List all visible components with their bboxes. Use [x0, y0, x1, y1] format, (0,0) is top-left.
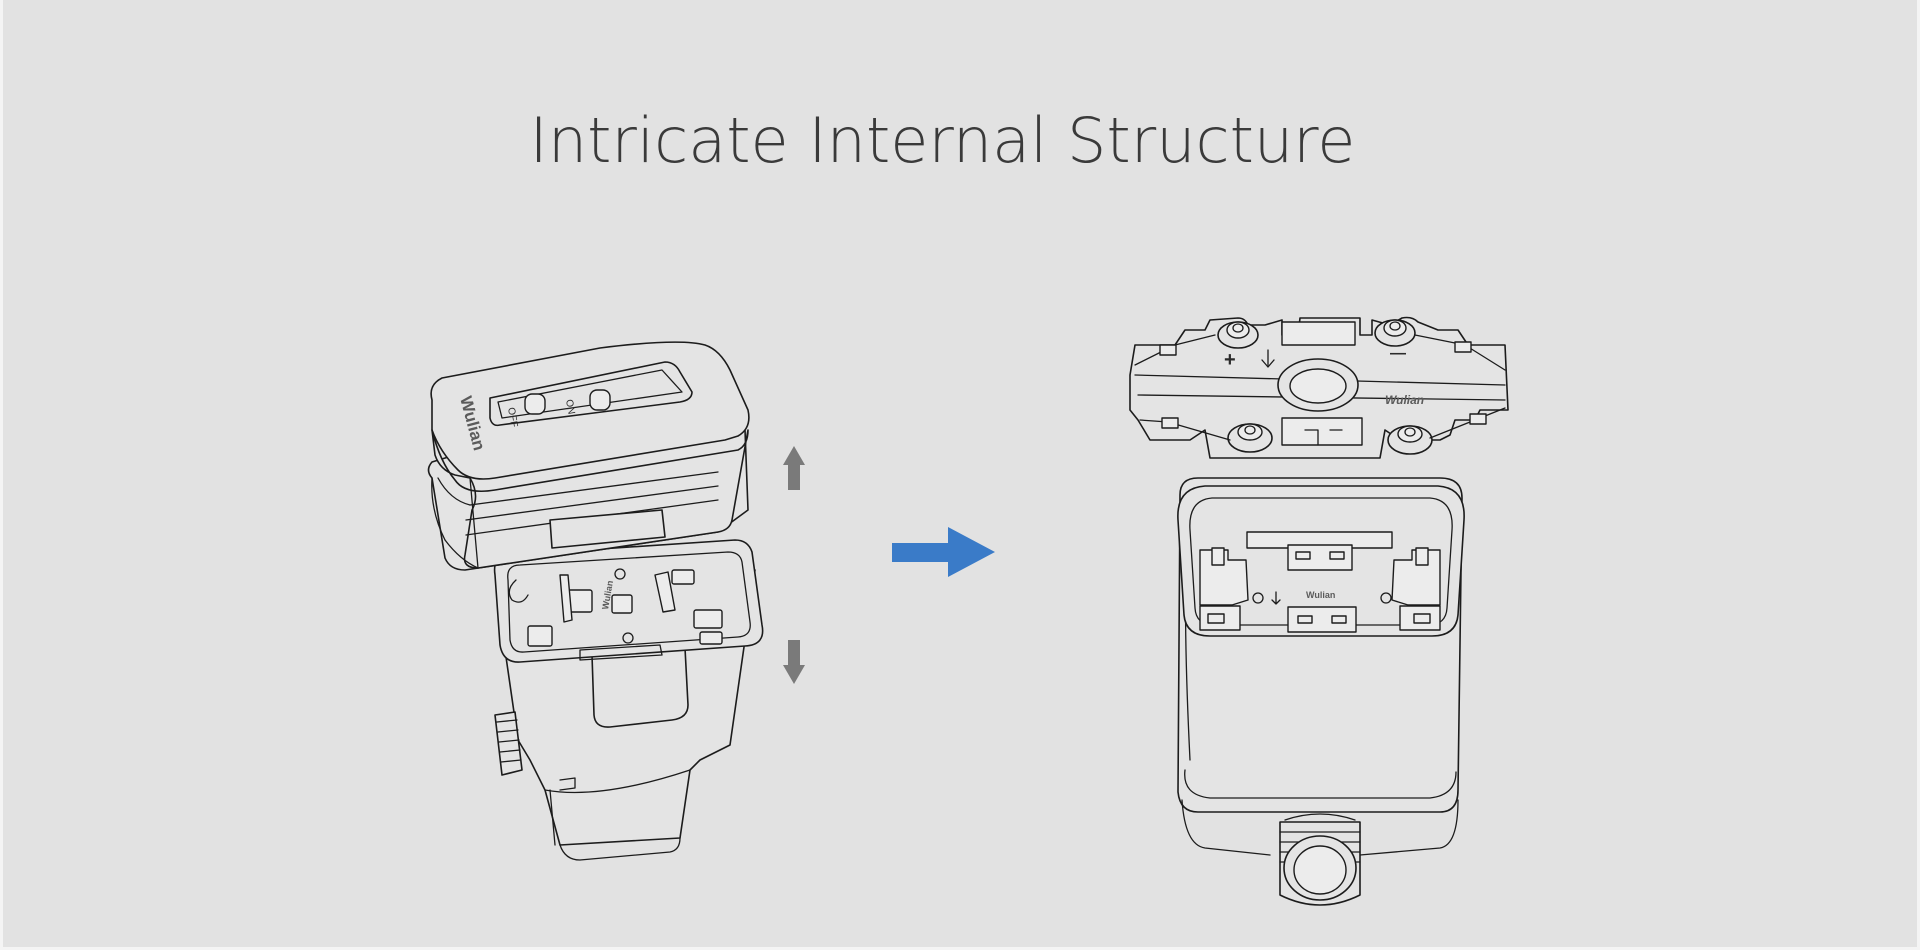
lid-brand: Wulian [1385, 393, 1424, 407]
page-title: Intricate Internal Structure [529, 104, 1356, 177]
arrow-right-icon [892, 527, 995, 577]
terminal-top-left [1217, 321, 1259, 349]
lift-arrows [783, 446, 805, 684]
switch-on-label: ON [563, 399, 576, 416]
left-device-lid: OFF ON Wulian [427, 341, 750, 571]
bottom-frame-edge [0, 947, 1920, 950]
right-device-lid: + — Wulian [1129, 316, 1509, 459]
terminal-top-right [1374, 319, 1416, 347]
right-frame-edge [1917, 0, 1920, 950]
base-brand: Wulian [1306, 590, 1335, 600]
arrow-down-icon [783, 640, 805, 684]
switch-off-label: OFF [505, 407, 519, 429]
left-device-body: Wulian [493, 539, 764, 861]
left-device: Wulian [427, 341, 764, 861]
terminal-plus-label: + [1224, 349, 1236, 371]
terminal-bottom-right [1387, 425, 1433, 455]
arrow-up-icon [783, 446, 805, 490]
right-device-base: Wulian [1177, 477, 1465, 906]
left-frame-edge [0, 0, 3, 950]
terminal-minus-label: — [1390, 345, 1406, 362]
terminal-bottom-left [1227, 423, 1273, 453]
right-device: Wulian [1129, 316, 1509, 906]
